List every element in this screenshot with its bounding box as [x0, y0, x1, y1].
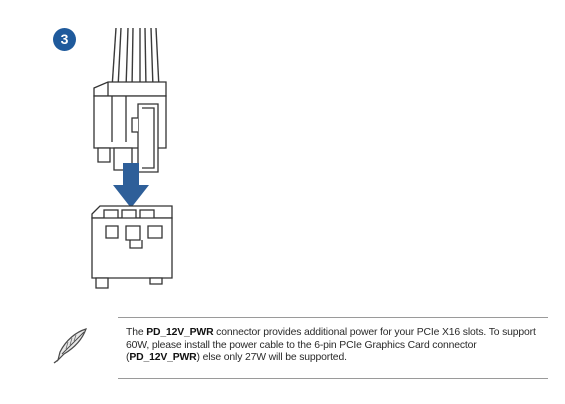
- cable-plug-connector: [93, 81, 167, 173]
- note-text-segment: ) else only 27W will be supported.: [196, 352, 347, 364]
- quill-pen-icon: [53, 328, 87, 364]
- note-text-segment: connector provides additional power for …: [126, 327, 536, 364]
- note-block: The PD_12V_PWR connector provides additi…: [118, 317, 548, 379]
- cable-wires: [111, 27, 160, 89]
- connector-name-bold: PD_12V_PWR: [146, 327, 214, 338]
- note-text: The PD_12V_PWR connector provides additi…: [126, 327, 538, 365]
- connector-name-bold: PD_12V_PWR: [129, 352, 197, 364]
- board-header-connector: [91, 205, 173, 289]
- step-number-badge: 3: [53, 28, 76, 51]
- connector-installation-illustration: [91, 27, 173, 289]
- note-text-segment: The: [126, 327, 147, 338]
- insert-direction-arrow: [113, 163, 149, 208]
